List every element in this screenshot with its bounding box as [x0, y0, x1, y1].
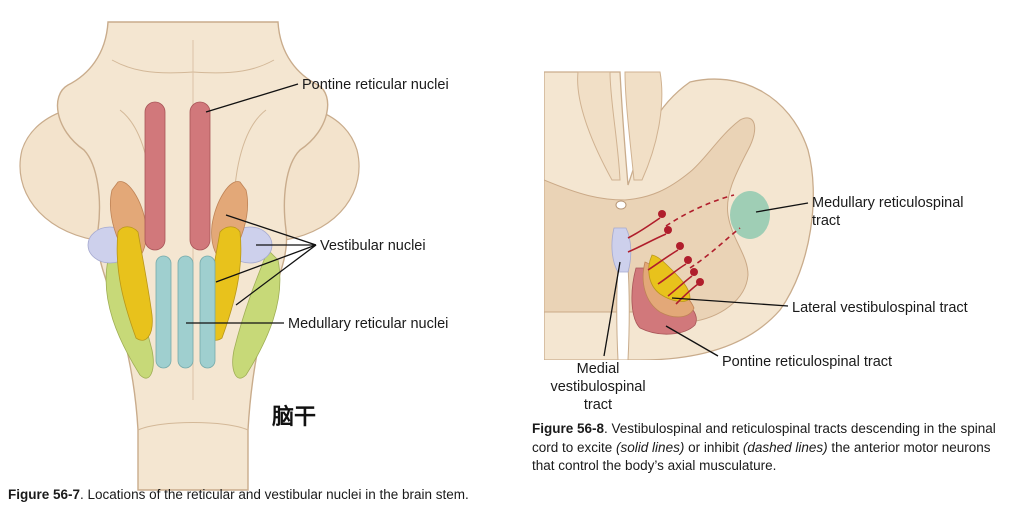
central-canal: [615, 200, 627, 210]
leader-pontine-tract: [665, 325, 719, 357]
lateral-vestibulospinal-yellow: [648, 254, 691, 302]
solid-fiber: [627, 233, 667, 253]
caption-figure-56-8-number: Figure 56-8: [532, 421, 605, 436]
caption-figure-56-8-text-1: . Vestibulospinal and reticulospinal tra…: [532, 421, 996, 455]
solid-fiber: [627, 217, 661, 239]
leader-medullary-tract: [755, 202, 809, 213]
medullary-nucleus-3: [199, 255, 216, 369]
caption-figure-56-8-text-3: the anterior motor neurons that control …: [532, 439, 991, 474]
solid-fiber: [657, 263, 687, 285]
solid-fiber: [647, 249, 679, 271]
neuron-body: [684, 256, 692, 264]
caption-figure-56-8: Figure 56-8. Vestibulospinal and reticul…: [532, 420, 1002, 476]
neuron-body: [664, 226, 672, 234]
label-pontine-reticular-nuclei: Pontine reticular nuclei: [302, 77, 449, 93]
dorsal-column: [577, 71, 621, 181]
neuron-body: [658, 210, 666, 218]
label-medullary-reticulospinal-1: Medullary reticulospinal: [812, 195, 964, 211]
brainstem-illustration: [19, 21, 360, 491]
neuron-body: [690, 268, 698, 276]
neuron-body: [696, 278, 704, 286]
neuron-body: [676, 242, 684, 250]
anterior-motor-neurons: [627, 194, 741, 305]
leader-vestibular-3: [215, 244, 317, 283]
leader-lateral-vestibulospinal: [671, 297, 789, 307]
dashed-fiber: [665, 194, 735, 227]
label-brainstem-cjk: 脑干: [272, 404, 316, 430]
medullary-nucleus-2: [177, 255, 194, 369]
medullary-reticulospinal-tract: [730, 191, 770, 239]
leader-vestibular-4: [235, 244, 317, 306]
solid-fiber: [675, 283, 699, 305]
vestibular-yellow-left: [116, 226, 153, 341]
vestibular-green-right: [232, 249, 281, 379]
label-medullary-reticulospinal-2: tract: [812, 213, 840, 229]
medial-vestibulospinal-tract: [611, 227, 632, 273]
leader-medial-vestibulospinal: [603, 261, 621, 357]
medullary-nucleus-1: [155, 255, 172, 369]
caption-figure-56-7: Figure 56-7. Locations of the reticular …: [8, 486, 476, 505]
label-vestibular-nuclei: Vestibular nuclei: [320, 238, 426, 254]
dashed-fiber: [689, 227, 741, 269]
caption-figure-56-8-text-2: or inhibit: [684, 439, 743, 455]
spinal-gray-matter: [544, 117, 756, 323]
label-medial-vestibulospinal-3: tract: [584, 397, 612, 413]
solid-fiber: [667, 275, 693, 297]
caption-figure-56-7-number: Figure 56-7: [8, 487, 81, 502]
label-medial-vestibulospinal-1: Medial: [577, 361, 620, 377]
leader-vestibular-1: [225, 214, 317, 246]
caption-dashed-lines: (dashed lines): [742, 439, 828, 455]
spinal-cord-illustration: [544, 71, 814, 360]
label-pontine-reticulospinal: Pontine reticulospinal tract: [722, 354, 892, 370]
neuron-bodies: [658, 210, 704, 286]
spinal-leaders: [603, 202, 809, 357]
dorsal-column: [624, 71, 663, 181]
leader-pontine: [205, 83, 299, 113]
brainstem-contour: [137, 422, 249, 431]
label-medial-vestibulospinal-2: vestibulospinal: [550, 379, 645, 395]
pontine-nucleus-right: [189, 101, 211, 251]
caption-figure-56-7-text: . Locations of the reticular and vestibu…: [80, 487, 469, 502]
caption-solid-lines: (solid lines): [616, 439, 685, 455]
pontine-nucleus-left: [144, 101, 166, 251]
label-medullary-reticular-nuclei: Medullary reticular nuclei: [288, 316, 448, 332]
brainstem-leaders: [186, 83, 317, 324]
label-lateral-vestibulospinal: Lateral vestibulospinal tract: [792, 300, 968, 316]
